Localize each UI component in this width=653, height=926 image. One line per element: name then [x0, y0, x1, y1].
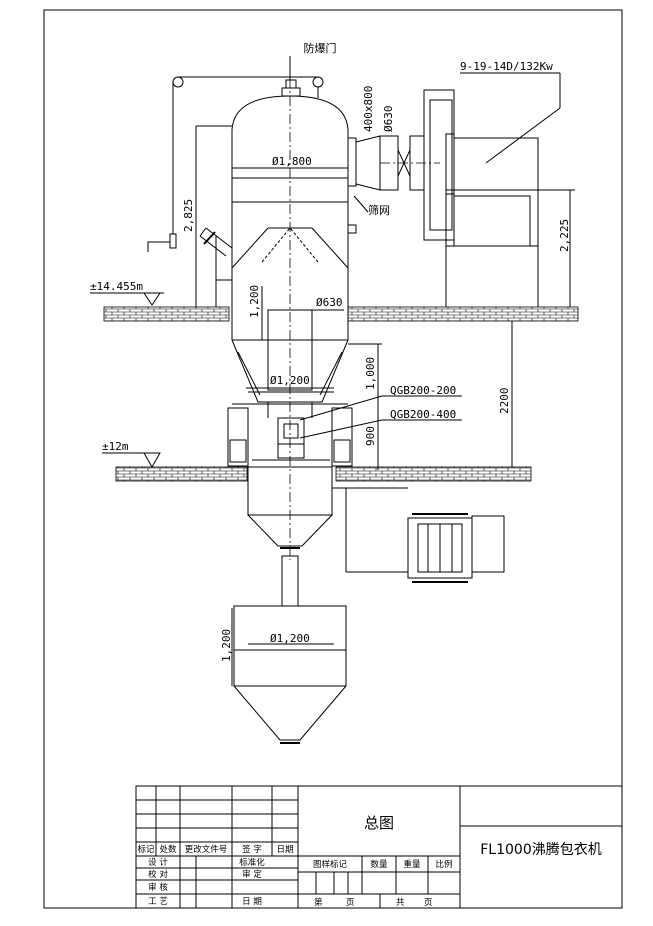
col-quantity: 数量 — [370, 859, 388, 870]
valve-1-label: QGB200-200 — [390, 384, 456, 397]
exhaust-duct — [347, 135, 440, 191]
dim-1200-upper-label: 1,200 — [248, 285, 261, 318]
floor-slab-upper — [103, 306, 579, 322]
floor-slab-lower — [115, 466, 532, 482]
date-label: 日 期 — [242, 897, 262, 907]
upper-vessel — [199, 60, 357, 560]
col-weight: 重量 — [403, 859, 421, 870]
duct-dia-label: Ø630 — [382, 106, 395, 133]
valve-section — [227, 402, 353, 467]
dim-1200-lower-label: 1,200 — [220, 629, 233, 662]
level-14455-label: ±14.455m — [90, 280, 143, 293]
dimension-lines — [90, 56, 575, 686]
dia-630-label: Ø630 — [316, 296, 343, 309]
heat-exchanger — [407, 513, 505, 583]
rev-header-mark: 标记 — [137, 844, 155, 855]
rev-header-doc: 更改文件号 — [185, 844, 228, 855]
role-review: 审 核 — [148, 882, 168, 893]
explosion-door-rope — [147, 76, 324, 252]
std-label: 标准化 — [239, 857, 265, 868]
rev-header-count: 处数 — [159, 844, 177, 855]
collection-vessel — [233, 605, 347, 744]
vessel-dia-label: Ø1,800 — [272, 155, 312, 168]
height-2825-label: 2,825 — [182, 199, 195, 232]
explosion-door-label: 防爆门 — [304, 41, 337, 55]
drawing-frame — [43, 9, 623, 909]
dim-1000-label: 1,000 — [364, 357, 377, 390]
rev-header-sign: 签 字 — [242, 844, 262, 855]
drawing-labels: 防爆门 9-19-14D/132Kw 400x800 Ø630 Ø1,800 筛… — [90, 41, 571, 662]
duct-size-label: 400x800 — [362, 86, 375, 132]
total-label: 共 — [396, 898, 405, 908]
role-check: 校 对 — [148, 869, 168, 880]
screen-label: 筛网 — [368, 203, 390, 217]
dia-1200-lower-label: Ø1,200 — [270, 632, 310, 645]
dim-900-label: 900 — [364, 426, 377, 446]
height-2225-label: 2,225 — [558, 219, 571, 252]
valve-2-label: QGB200-400 — [390, 408, 456, 421]
fan-unit — [423, 89, 561, 307]
lower-vessel — [247, 466, 408, 607]
drawing-name: 总图 — [364, 814, 394, 832]
level-12-label: ±12m — [102, 440, 129, 453]
total-unit: 页 — [424, 898, 433, 908]
approve-label: 审 定 — [242, 869, 262, 880]
col-scale: 比例 — [435, 859, 452, 870]
product-title: FL1000沸腾包衣机 — [480, 841, 601, 858]
sheet-label: 第 — [314, 897, 323, 908]
sheet-unit: 页 — [346, 898, 355, 908]
title-block: 总图 FL1000沸腾包衣机 标记 处数 更改文件号 签 字 日期 设 计 校 … — [135, 785, 623, 909]
rev-header-date: 日期 — [276, 845, 293, 855]
col-drawing-mark: 图样标记 — [313, 859, 348, 870]
dia-1200-upper-label: Ø1,200 — [270, 374, 310, 387]
dim-2200-label: 2200 — [498, 388, 511, 415]
fan-model-label: 9-19-14D/132Kw — [460, 60, 553, 73]
role-process: 工 艺 — [148, 897, 168, 907]
role-design: 设 计 — [148, 857, 168, 868]
